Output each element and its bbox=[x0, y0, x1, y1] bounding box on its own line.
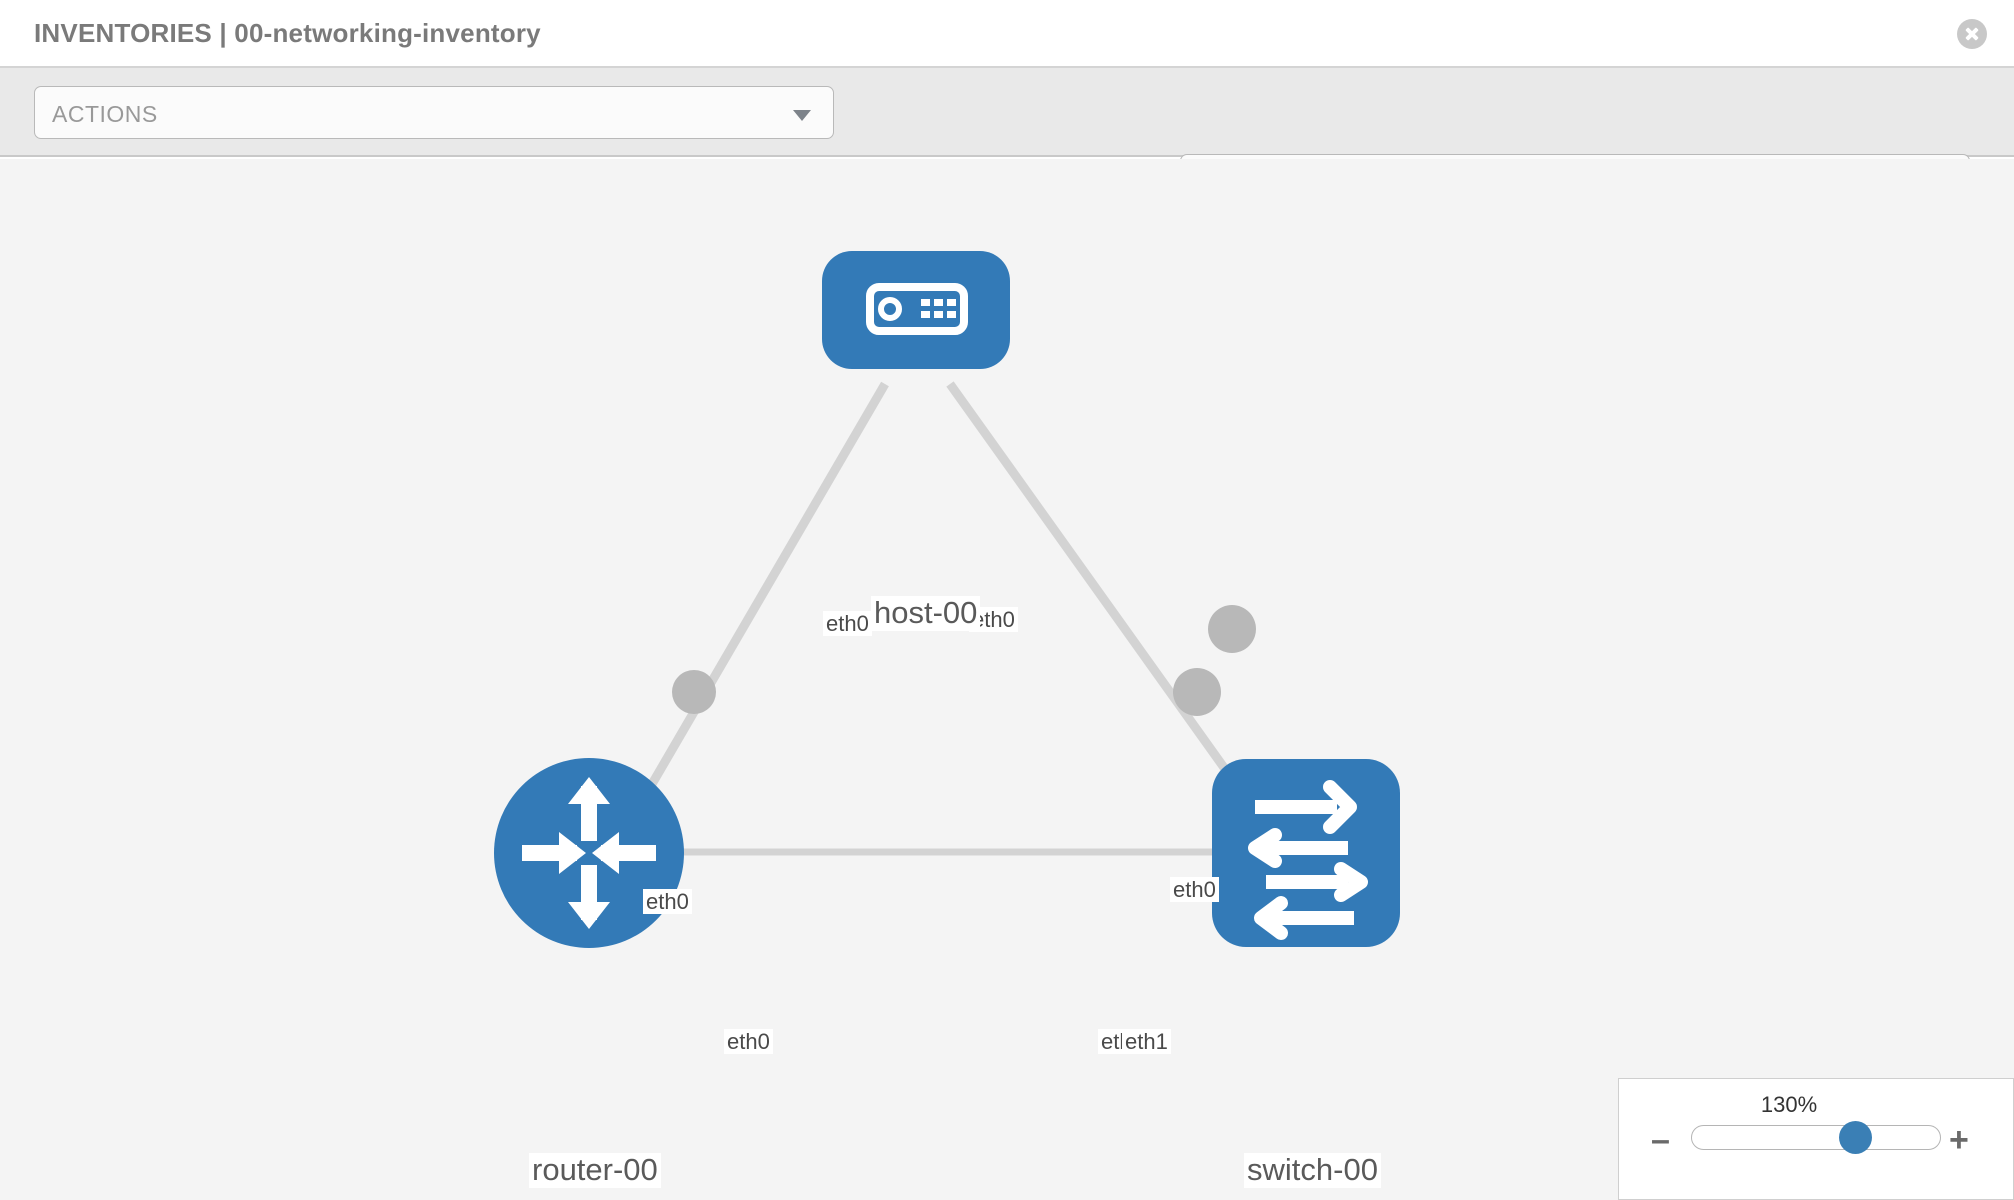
topology-graph bbox=[494, 251, 1400, 948]
chevron-down-icon bbox=[793, 110, 811, 121]
actions-dropdown[interactable]: ACTIONS bbox=[34, 86, 834, 139]
zoom-control-panel: 130% – + bbox=[1618, 1078, 2014, 1200]
iface-label: eth0 bbox=[823, 611, 872, 637]
topology-connectors bbox=[672, 320, 1256, 716]
link-host-switch[interactable] bbox=[946, 381, 1279, 842]
router-arrows-icon bbox=[522, 777, 656, 929]
zoom-level-value: 130% bbox=[1760, 1092, 1818, 1117]
zoom-slider-handle[interactable] bbox=[1838, 1121, 1872, 1154]
topology-canvas[interactable]: eth0 eth0 eth0 eth0 eth0 eth eth1 host-0… bbox=[0, 159, 2014, 1200]
actions-dropdown-label: ACTIONS bbox=[52, 101, 158, 127]
zoom-out-button[interactable]: – bbox=[1651, 1121, 1670, 1159]
node-name-host: host-00 bbox=[871, 596, 981, 631]
connector-nub-switch-eth1[interactable] bbox=[1173, 668, 1221, 716]
zoom-in-button[interactable]: + bbox=[1949, 1121, 1969, 1159]
zoom-slider-track[interactable] bbox=[1691, 1121, 1941, 1154]
node-host-00[interactable] bbox=[822, 251, 1010, 369]
connector-nub-switch-eth0[interactable] bbox=[1208, 605, 1256, 653]
switch-arrows-icon bbox=[1248, 780, 1368, 940]
page-title: INVENTORIES | 00-networking-inventory bbox=[34, 18, 541, 48]
node-switch-00[interactable] bbox=[1212, 759, 1400, 947]
link-host-router[interactable] bbox=[616, 381, 889, 842]
node-name-switch: switch-00 bbox=[1244, 1153, 1381, 1188]
toolbar: ACTIONS bbox=[0, 68, 2014, 207]
iface-label: eth0 bbox=[643, 889, 692, 915]
node-router-00[interactable] bbox=[494, 758, 684, 948]
connector-nub-router-eth0[interactable] bbox=[672, 670, 716, 714]
iface-label: eth1 bbox=[1122, 1029, 1171, 1055]
iface-label: eth0 bbox=[724, 1029, 773, 1055]
node-name-router: router-00 bbox=[529, 1153, 661, 1188]
iface-label: eth0 bbox=[1170, 877, 1219, 903]
page-header: INVENTORIES | 00-networking-inventory bbox=[0, 0, 2014, 68]
server-appliance-icon bbox=[866, 283, 968, 335]
close-icon[interactable] bbox=[1957, 19, 1987, 49]
topology-links bbox=[616, 381, 1279, 856]
